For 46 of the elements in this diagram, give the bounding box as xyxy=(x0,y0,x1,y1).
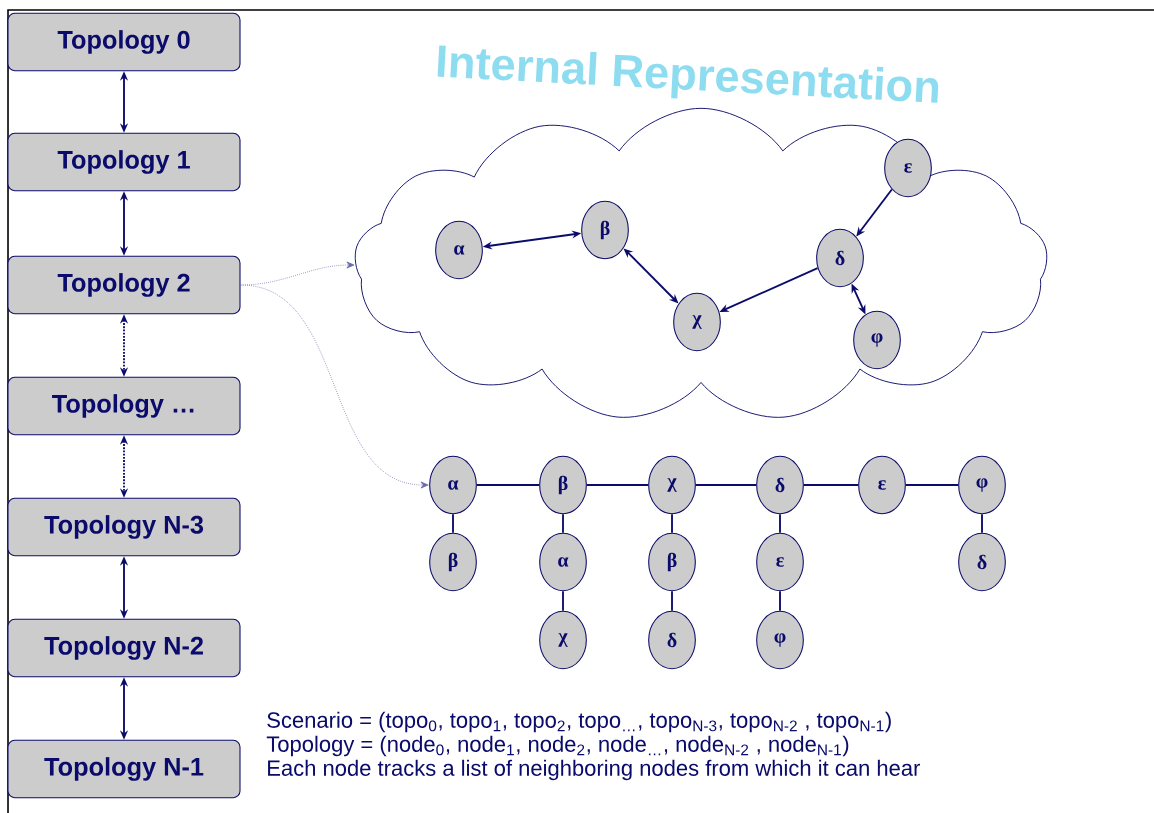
connector-line xyxy=(671,590,673,612)
graph-node: χ xyxy=(673,292,721,352)
graph-node: α xyxy=(429,455,477,515)
graph-node: β xyxy=(581,200,629,260)
connector-line xyxy=(779,513,781,534)
graph-node: φ xyxy=(853,310,901,370)
connector-line xyxy=(802,484,860,486)
connector-line xyxy=(981,513,983,534)
topology-box: Topology 0 xyxy=(7,12,241,72)
connector-line xyxy=(475,484,541,486)
connector-line xyxy=(779,590,781,612)
topology-box: Topology 2 xyxy=(7,255,241,315)
connector-line xyxy=(694,484,758,486)
graph-node: δ xyxy=(756,455,804,515)
connector-line xyxy=(671,513,673,534)
graph-node: ε xyxy=(884,138,932,198)
arrow xyxy=(240,284,429,489)
graph-node: ε xyxy=(756,532,804,592)
graph-node: φ xyxy=(756,610,804,670)
topology-box: Topology 1 xyxy=(7,132,241,192)
topology-box: Topology N-3 xyxy=(7,497,241,557)
graph-node: χ xyxy=(539,610,587,670)
graph-node: β xyxy=(539,455,587,515)
title: Internal Representation xyxy=(437,45,939,103)
topology-box: Topology … xyxy=(7,376,241,436)
connector-line xyxy=(562,513,564,534)
connector-line xyxy=(904,484,960,486)
graph-node: α xyxy=(539,532,587,592)
graph-node: δ xyxy=(648,610,696,670)
note-text: Each node tracks a list of neighboring nodes from which it can hear xyxy=(268,759,921,781)
graph-node: φ xyxy=(958,455,1006,515)
graph-node: β xyxy=(429,532,477,592)
graph-node: χ xyxy=(648,455,696,515)
cloud-shape xyxy=(354,107,1048,418)
topology-box: Topology N-2 xyxy=(7,618,241,678)
graph-node: ε xyxy=(858,455,906,515)
connector-line xyxy=(452,513,454,534)
connector-line xyxy=(562,590,564,612)
graph-node: δ xyxy=(816,228,864,288)
graph-node: β xyxy=(648,532,696,592)
note-text: Scenario = (topo$_{0}$, topo$_{1}$, topo$_{2}$, topo$_{…}$, topo$_{N-3}$, topo$_{N-2}$ , topo$_{N-1}$) xyxy=(267,711,891,733)
note-text: Topology = (node$_{0}$, node$_{1}$, node$_{2}$, node$_{…}$, node$_{N-2}$ , node$_{N-1}$) xyxy=(266,735,849,757)
graph-node: δ xyxy=(958,532,1006,592)
graph-node: α xyxy=(435,220,483,280)
topology-box: Topology N-1 xyxy=(7,739,241,799)
connector-line xyxy=(585,484,650,486)
